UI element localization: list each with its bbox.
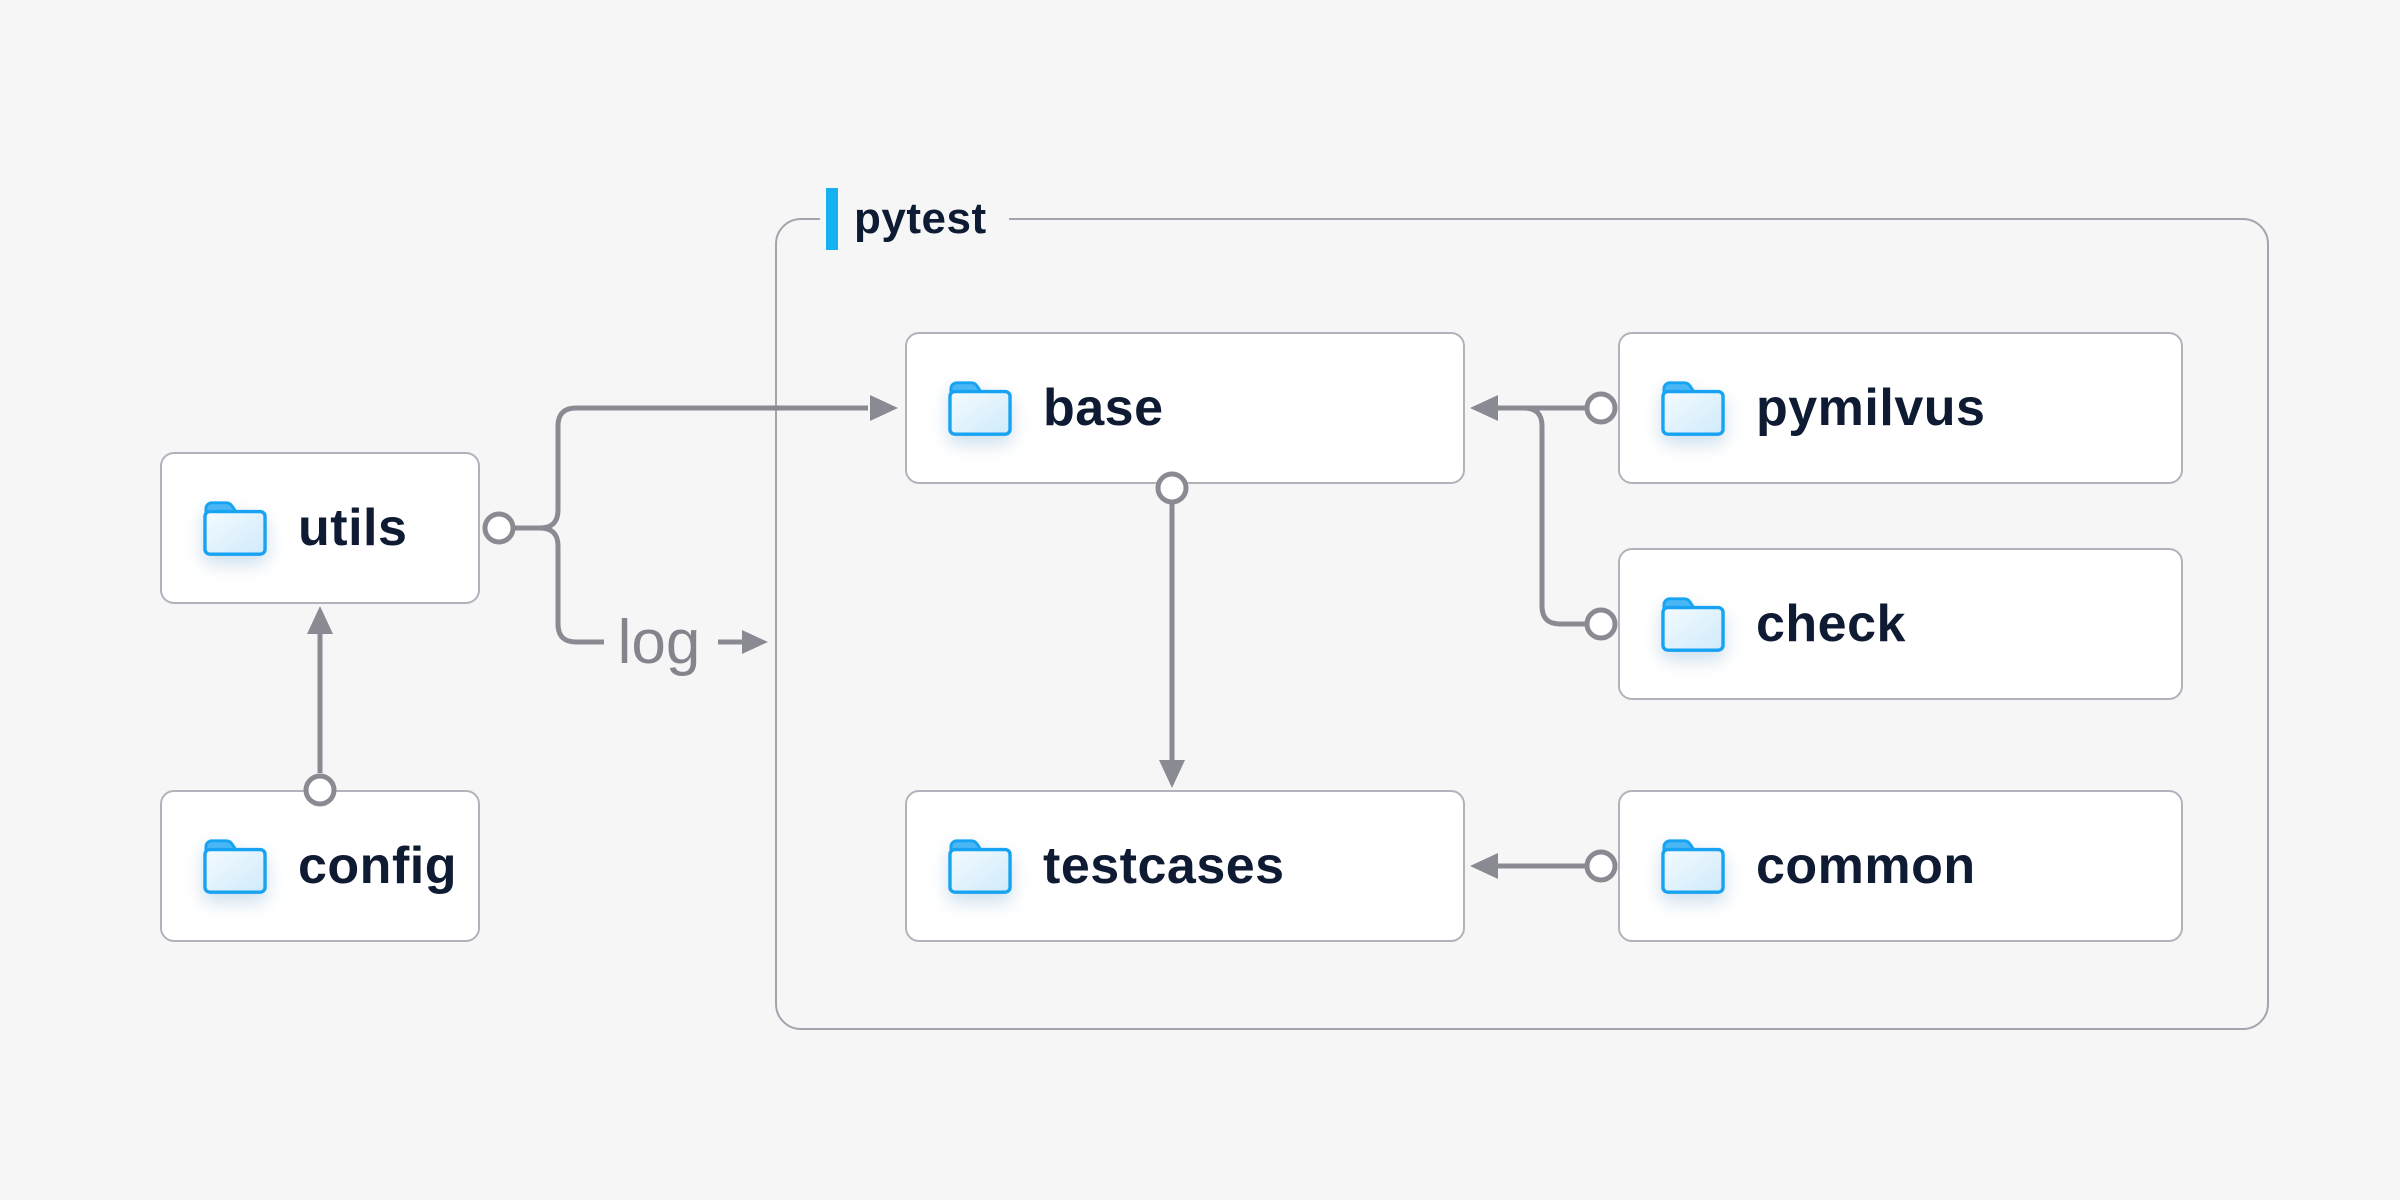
- node-check: check: [1618, 548, 2183, 700]
- node-testcases: testcases: [905, 790, 1465, 942]
- node-label: base: [1043, 379, 1164, 437]
- arrowhead-right-icon: [742, 630, 768, 654]
- node-label: common: [1756, 837, 1976, 895]
- node-label: config: [298, 837, 457, 895]
- log-edge-label: log: [617, 607, 701, 677]
- node-config: config: [160, 790, 480, 942]
- folder-icon: [1661, 839, 1725, 894]
- arrowhead-up-icon: [307, 606, 333, 634]
- folder-icon: [948, 381, 1012, 436]
- folder-icon: [1661, 597, 1725, 652]
- folder-icon: [203, 501, 267, 556]
- node-label: utils: [298, 499, 408, 557]
- node-common: common: [1618, 790, 2183, 942]
- node-label: pymilvus: [1756, 379, 1986, 437]
- node-label: testcases: [1043, 837, 1285, 895]
- node-label: check: [1756, 595, 1906, 653]
- node-base: base: [905, 332, 1465, 484]
- folder-icon: [203, 839, 267, 894]
- pytest-container: [775, 218, 2269, 1030]
- node-utils: utils: [160, 452, 480, 604]
- accent-bar-icon: [826, 188, 838, 250]
- container-label-text: pytest: [854, 194, 987, 243]
- pytest-container-label: pytest: [820, 186, 1009, 252]
- node-pymilvus: pymilvus: [1618, 332, 2183, 484]
- folder-icon: [948, 839, 1012, 894]
- edge-utils-log: [539, 525, 604, 645]
- port-utils-right: [482, 511, 516, 545]
- folder-icon: [1661, 381, 1725, 436]
